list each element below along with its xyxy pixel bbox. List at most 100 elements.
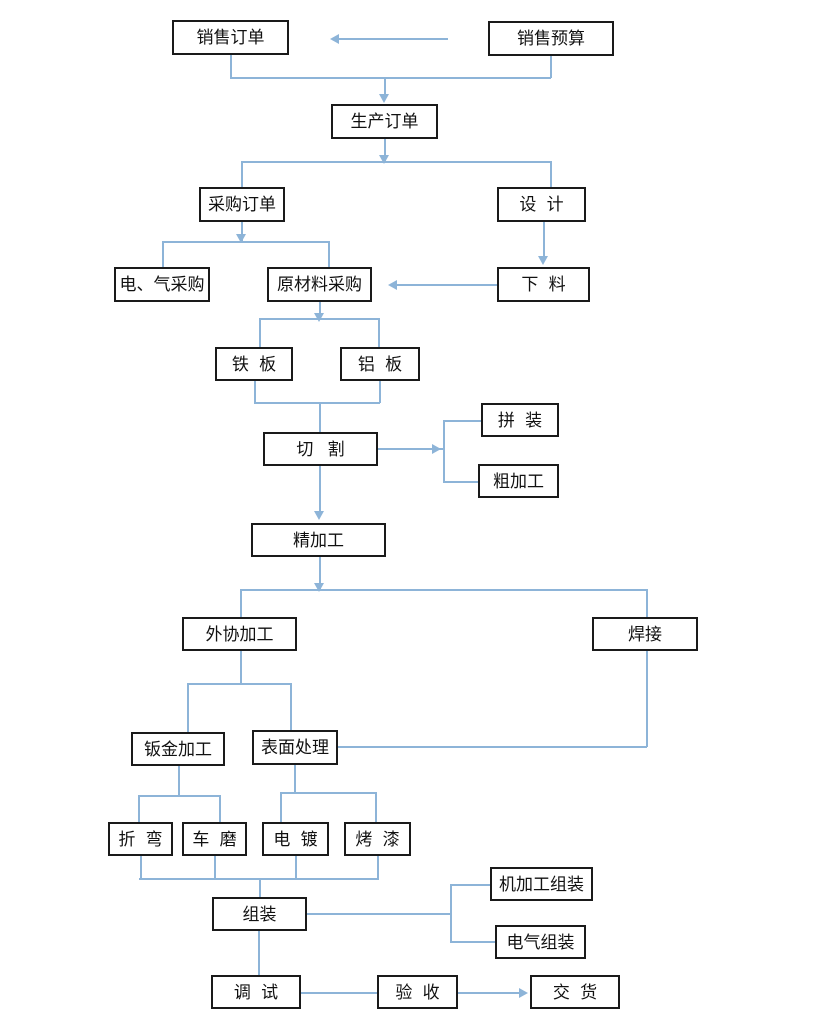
connector-to-sheet-metal — [187, 683, 189, 732]
node-label: 销售订单 — [196, 28, 265, 47]
connector-to-surface-treatment — [290, 683, 292, 730]
connector-merge-to-assembly — [259, 878, 261, 897]
node-label: 电 镀 — [273, 829, 321, 849]
connector-merge-to-cutting — [319, 402, 321, 432]
connector-to-aluminum-plate — [378, 318, 380, 347]
node-machining-assembly[interactable]: 机加工组装 — [490, 867, 593, 901]
connector-aluminum-plate-down — [379, 381, 381, 403]
connector-surface-split-bar — [280, 792, 376, 794]
connector-design-to-blanking — [543, 222, 545, 258]
node-surface-treatment[interactable]: 表面处理 — [252, 730, 338, 765]
arrowhead-to-delivery — [519, 988, 528, 998]
connector-to-iron-plate — [259, 318, 261, 347]
node-label: 验 收 — [395, 982, 443, 1002]
node-sheet-metal-processing[interactable]: 钣金加工 — [131, 732, 225, 766]
connector-to-welding — [646, 589, 648, 617]
node-label: 原材料采购 — [277, 275, 362, 294]
node-label: 交 货 — [552, 982, 601, 1002]
connector-to-rough-machining — [443, 481, 479, 483]
connector-to-outsourced — [240, 589, 242, 617]
connector-to-assembly-fit — [443, 420, 482, 422]
arrowhead-budget-to-order — [330, 34, 339, 44]
arrowhead-raw-material-center — [314, 313, 324, 322]
node-label: 采购订单 — [208, 195, 276, 214]
node-assembly[interactable]: 组装 — [212, 897, 307, 931]
node-label: 拼 装 — [497, 410, 546, 430]
connector-debugging-to-inspection — [301, 992, 378, 994]
connector-production-down — [384, 139, 386, 163]
node-raw-material-purchase[interactable]: 原材料采购 — [267, 267, 372, 302]
node-aluminum-plate[interactable]: 铝 板 — [340, 347, 420, 381]
node-cutting[interactable]: 切 割 — [263, 432, 378, 466]
connector-to-machining-assembly — [450, 884, 491, 886]
node-fine-machining[interactable]: 精加工 — [251, 523, 386, 557]
node-electrical-assembly[interactable]: 电气组装 — [495, 925, 586, 959]
connector-welding-down — [646, 651, 648, 747]
node-elec-gas-purchase[interactable]: 电、气采购 — [114, 267, 210, 302]
node-design[interactable]: 设 计 — [497, 187, 586, 222]
node-label: 钣金加工 — [144, 739, 212, 759]
arrowhead-to-blanking — [538, 256, 548, 265]
connector-join-to-production — [384, 77, 386, 97]
node-label: 设 计 — [519, 195, 567, 214]
connector-assembly-to-debugging — [258, 931, 260, 975]
node-blanking[interactable]: 下 料 — [497, 267, 590, 302]
node-label: 电、气采购 — [119, 275, 205, 294]
node-purchase-order[interactable]: 采购订单 — [199, 187, 285, 222]
connector-iron-plate-down — [254, 381, 256, 403]
connector-paint-baking-down — [377, 856, 379, 879]
connector-to-purchase-order — [241, 161, 243, 187]
node-label: 表面处理 — [261, 738, 329, 757]
connector-cutting-to-fine — [319, 466, 321, 514]
connector-to-raw-material — [328, 241, 330, 267]
node-outsourced-processing[interactable]: 外协加工 — [182, 617, 297, 651]
connector-sales-order-down — [230, 55, 232, 78]
arrowhead-blanking-to-raw-material — [388, 280, 397, 290]
connector-to-electrical-assembly — [450, 941, 496, 943]
node-rough-machining[interactable]: 粗加工 — [478, 464, 559, 498]
node-welding[interactable]: 焊接 — [592, 617, 698, 651]
connector-cutting-right — [378, 448, 443, 450]
connector-to-turning-grinding — [219, 795, 221, 822]
node-sales-budget[interactable]: 销售预算 — [488, 21, 614, 56]
arrowhead-production-center — [379, 155, 389, 164]
arrowhead-purchase-center — [236, 234, 246, 243]
node-iron-plate[interactable]: 铁 板 — [215, 347, 293, 381]
node-bending[interactable]: 折 弯 — [108, 822, 173, 856]
node-label: 外协加工 — [205, 624, 274, 644]
connector-production-split-bar — [241, 161, 551, 163]
node-label: 粗加工 — [493, 471, 544, 491]
node-label: 下 料 — [521, 275, 569, 294]
node-inspection[interactable]: 验 收 — [377, 975, 458, 1009]
arrowhead-fine-center — [314, 583, 324, 592]
connector-budget-to-order — [338, 38, 448, 40]
connector-assembly-right-riser — [450, 884, 452, 942]
connector-outsourced-split-bar — [187, 683, 291, 685]
arrowhead-to-production-order — [379, 94, 389, 103]
node-debugging[interactable]: 调 试 — [211, 975, 301, 1009]
node-label: 组装 — [242, 904, 277, 924]
connector-sales-budget-down — [550, 56, 552, 78]
connector-welding-to-surface — [338, 746, 647, 748]
connector-to-elec-gas — [162, 241, 164, 267]
arrowhead-cutting-right — [432, 444, 441, 454]
node-label: 烤 漆 — [355, 829, 403, 849]
connector-surface-down — [294, 765, 296, 793]
node-electroplating[interactable]: 电 镀 — [262, 822, 329, 856]
node-assembly-fit[interactable]: 拼 装 — [481, 403, 559, 437]
node-production-order[interactable]: 生产订单 — [331, 104, 438, 139]
node-delivery[interactable]: 交 货 — [530, 975, 620, 1009]
node-label: 电气组装 — [506, 932, 575, 952]
node-sales-order[interactable]: 销售订单 — [172, 20, 289, 55]
node-turning-grinding[interactable]: 车 磨 — [182, 822, 247, 856]
node-label: 铝 板 — [357, 354, 406, 374]
connector-outsourced-down — [240, 651, 242, 684]
node-label: 切 割 — [296, 439, 350, 459]
node-paint-baking[interactable]: 烤 漆 — [344, 822, 411, 856]
connector-inspection-to-delivery — [458, 992, 521, 994]
node-label: 折 弯 — [118, 829, 166, 849]
arrowhead-to-fine-machining — [314, 511, 324, 520]
connector-assembly-right — [307, 913, 451, 915]
node-label: 车 磨 — [192, 829, 240, 849]
